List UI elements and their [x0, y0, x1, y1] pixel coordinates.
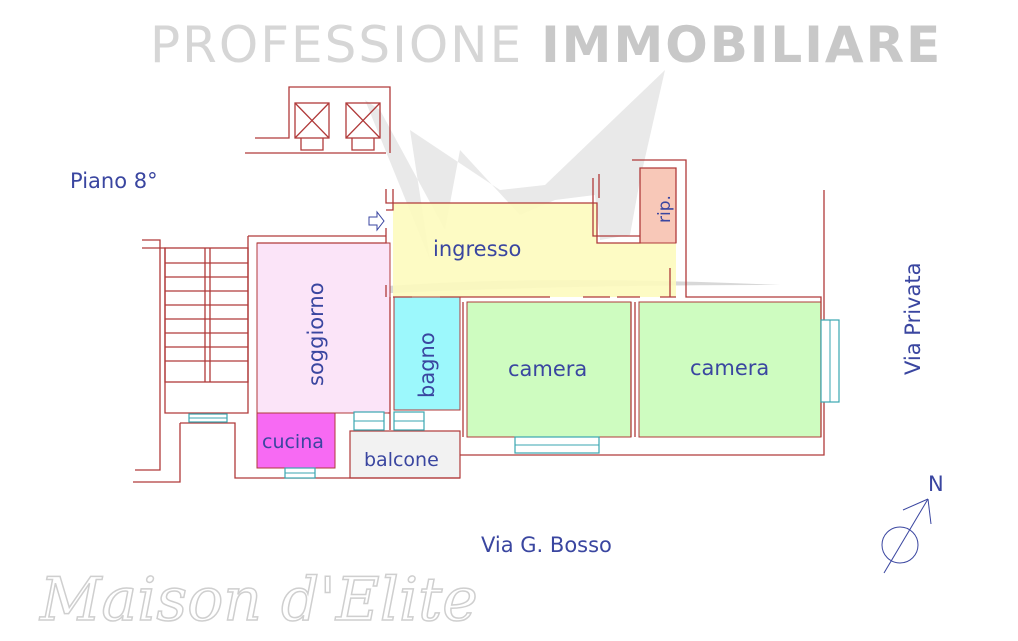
- north-label: N: [928, 472, 944, 496]
- room-ingresso: [393, 203, 676, 297]
- label-camera-1: camera: [508, 357, 587, 381]
- label-bagno: bagno: [415, 332, 439, 398]
- staircase: [164, 247, 249, 383]
- label-ripostiglio: rip.: [655, 195, 675, 223]
- label-camera-2: camera: [690, 356, 769, 380]
- watermark-script: Maison d'Elite: [39, 565, 478, 635]
- room-bagno: [393, 296, 461, 411]
- label-soggiorno: soggiorno: [304, 282, 328, 386]
- watermark-part1: PROFESSIONE: [150, 16, 541, 74]
- watermark-text: PROFESSIONE IMMOBILIARE: [150, 16, 942, 74]
- elevator-shafts: [294, 102, 381, 151]
- north-arrow-icon: [881, 498, 932, 574]
- entrance-arrow-icon: [368, 210, 385, 232]
- room-camera-2: [638, 301, 822, 438]
- label-balcone: balcone: [364, 449, 439, 471]
- floor-label: Piano 8°: [70, 169, 158, 193]
- watermark-part2: IMMOBILIARE: [541, 16, 942, 74]
- windows: [188, 319, 840, 479]
- room-balcone: [349, 430, 461, 479]
- street-label-bottom: Via G. Bosso: [481, 533, 612, 557]
- room-cucina: [256, 412, 336, 469]
- label-cucina: cucina: [262, 431, 324, 453]
- street-label-right: Via Privata: [901, 263, 925, 375]
- label-ingresso: ingresso: [433, 237, 521, 261]
